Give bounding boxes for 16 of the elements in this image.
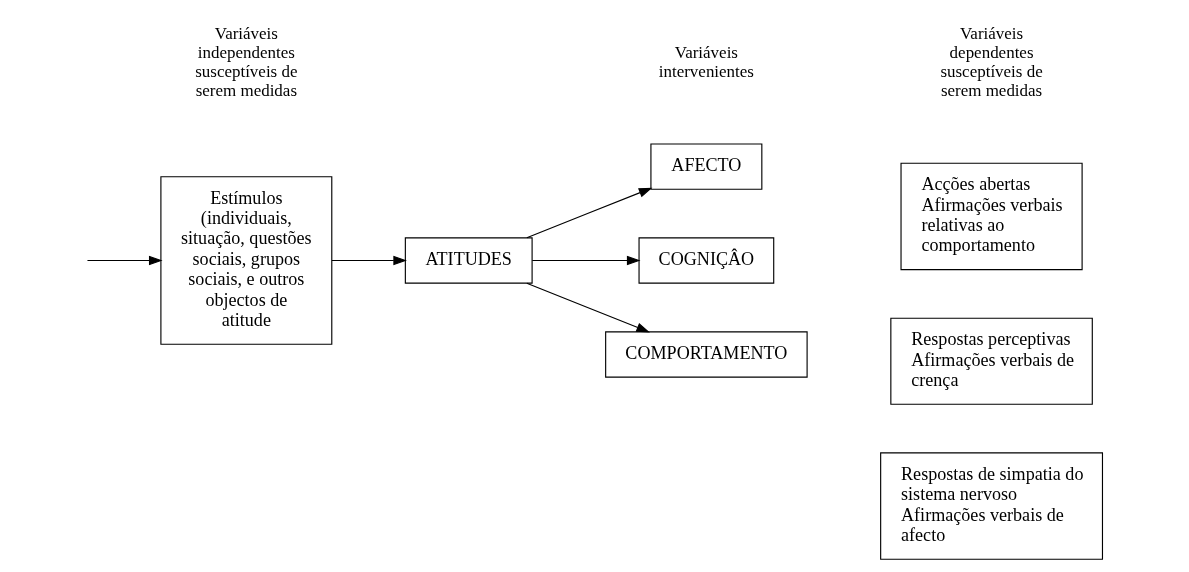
arrow — [526, 282, 650, 333]
arrow — [531, 255, 641, 266]
arrow — [331, 255, 407, 266]
arrow — [86, 255, 163, 266]
label: Variáveis independentes susceptíveis de serem medidas — [195, 23, 298, 101]
node-box: AFECTO — [650, 143, 763, 190]
node-box: Respostas perceptivas Afirmações verbais de crença — [890, 317, 1093, 405]
node-box: COGNIÇÂO — [638, 237, 775, 284]
node-box: Estímulos (individuais, situação, questões sociais, grupos sociais, e outros objectos de atitude — [160, 176, 333, 345]
label: Variáveis intervenientes — [658, 42, 754, 82]
arrow — [526, 187, 653, 239]
node-box: Respostas de simpatia do sistema nervoso Afirmações verbais de afecto — [880, 452, 1104, 560]
node-box: ATITUDES — [404, 237, 533, 284]
node-box: COMPORTAMENTO — [605, 331, 808, 378]
label: Variáveis dependentes susceptíveis de serem medidas — [940, 23, 1043, 101]
node-box: Acções abertas Afirmações verbais relativas ao comportamento — [900, 162, 1083, 271]
